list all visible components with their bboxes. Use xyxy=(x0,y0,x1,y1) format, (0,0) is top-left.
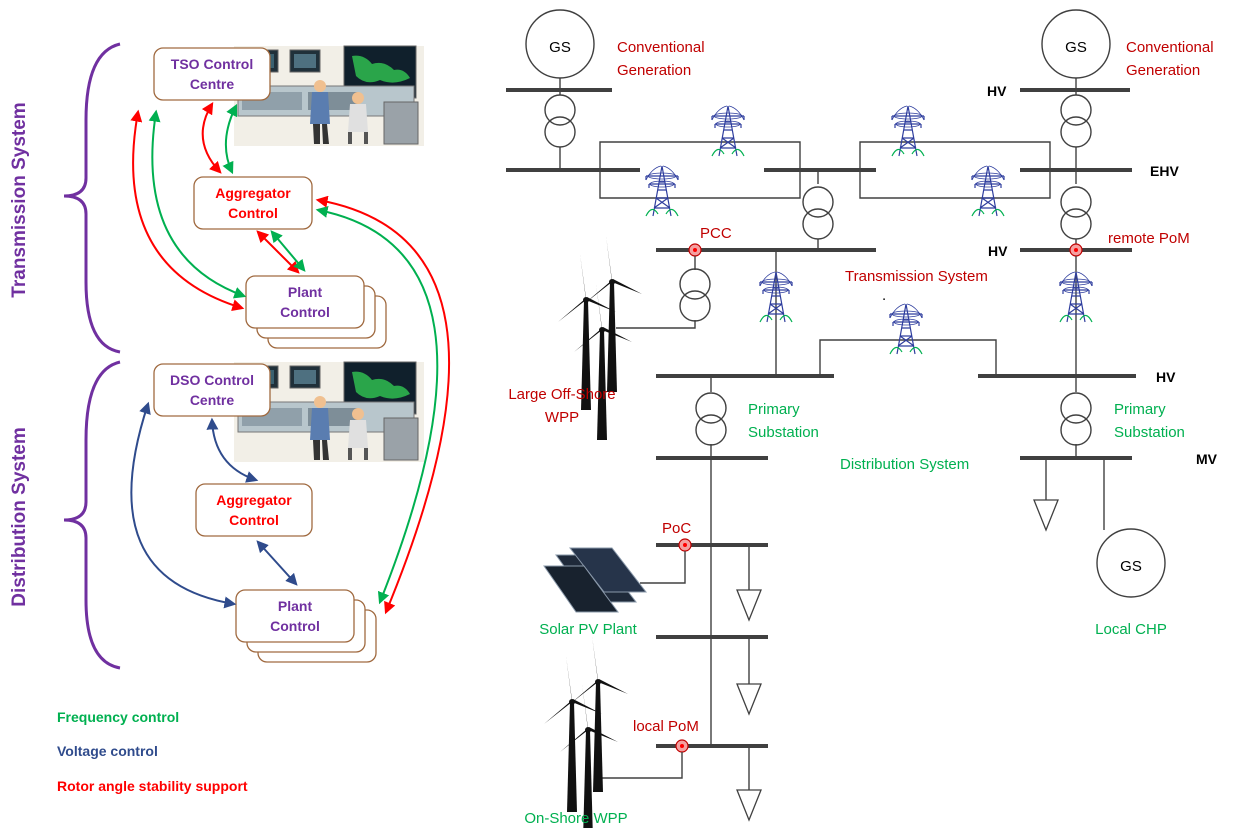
rotor-arrow-aggregator-plant-d xyxy=(315,195,451,615)
transmission-tower xyxy=(645,165,679,217)
distribution-bracket xyxy=(63,360,121,670)
local-chp-label: Local CHP xyxy=(1095,621,1167,638)
primary-substation-right: Primary xyxy=(1114,401,1166,418)
transmission-system-label: Transmission System xyxy=(845,268,988,285)
load-symbol xyxy=(736,589,762,621)
transmission-tower xyxy=(889,303,923,355)
svg-text:Aggregator: Aggregator xyxy=(216,492,292,508)
hv-label-mid: HV xyxy=(988,243,1008,259)
load-symbol xyxy=(736,789,762,821)
aggregator-control-box-transmission: Aggregator Control xyxy=(193,176,313,230)
local-pom-label: local PoM xyxy=(633,718,699,735)
transmission-tower xyxy=(711,105,745,157)
dso-control-centre-box: DSO Control Centre xyxy=(153,363,271,417)
hv-label-top: HV xyxy=(987,83,1007,99)
plant-control-box-distribution: Plant Control xyxy=(235,589,377,663)
solar-pv-label: Solar PV Plant xyxy=(539,621,637,638)
svg-text:Control: Control xyxy=(280,304,330,320)
generator-right: GS xyxy=(1041,9,1111,79)
poc-label: PoC xyxy=(662,520,691,537)
conventional-generation-left-2: Generation xyxy=(617,62,691,79)
voltage-arrow-aggregator-plant xyxy=(256,540,298,586)
svg-text:Control: Control xyxy=(229,512,279,528)
svg-text:GS: GS xyxy=(1065,39,1087,56)
frequency-arrow-tso-plant xyxy=(148,109,247,299)
hv-label-lower: HV xyxy=(1156,369,1176,385)
svg-text:GS: GS xyxy=(549,39,571,56)
voltage-arrow-dso-plant xyxy=(130,401,237,609)
voltage-arrow-dso-aggregator xyxy=(206,417,259,483)
frequency-arrow-aggregator-plant xyxy=(270,230,306,272)
svg-text:Centre: Centre xyxy=(190,76,235,92)
svg-text:DSO Control: DSO Control xyxy=(170,372,254,388)
aggregator-control-box-distribution: Aggregator Control xyxy=(195,483,313,537)
legend-frequency-control: Frequency control xyxy=(57,709,179,725)
pcc-label: PCC xyxy=(700,225,732,242)
onshore-wind-turbine xyxy=(570,636,628,792)
distribution-system-side-label: Distribution System xyxy=(9,427,30,606)
frequency-arrow-tso-aggregator xyxy=(222,103,238,175)
offshore-wind-turbine xyxy=(584,236,642,392)
plant-control-box-transmission: Plant Control xyxy=(245,275,387,349)
primary-substation-left-2: Substation xyxy=(748,424,819,441)
remote-pom-label: remote PoM xyxy=(1108,230,1190,247)
rotor-arrow-tso-aggregator xyxy=(201,101,222,174)
primary-substation-left: Primary xyxy=(748,401,800,418)
conventional-generation-right: Conventional xyxy=(1126,39,1214,56)
transmission-system-side-label: Transmission System xyxy=(9,102,30,297)
solar-pv-panels xyxy=(543,547,648,613)
legend-voltage-control: Voltage control xyxy=(57,743,158,759)
svg-text:Plant: Plant xyxy=(288,284,323,300)
tso-control-centre-box: TSO Control Centre xyxy=(153,47,271,101)
load-symbol xyxy=(1033,499,1059,531)
transmission-bracket xyxy=(63,42,121,354)
legend-rotor-angle: Rotor angle stability support xyxy=(57,778,248,794)
transmission-tower xyxy=(971,165,1005,217)
svg-text:GS: GS xyxy=(1120,558,1142,575)
mv-label: MV xyxy=(1196,451,1218,467)
local-chp-generator: GS xyxy=(1096,528,1166,598)
svg-text:Aggregator: Aggregator xyxy=(215,185,291,201)
svg-text:Plant: Plant xyxy=(278,598,313,614)
generator-left: GS xyxy=(525,9,595,79)
load-symbol xyxy=(736,683,762,715)
svg-text:Centre: Centre xyxy=(190,392,235,408)
primary-substation-right-2: Substation xyxy=(1114,424,1185,441)
distribution-system-label: Distribution System xyxy=(840,456,969,473)
svg-text:Control: Control xyxy=(270,618,320,634)
ehv-label: EHV xyxy=(1150,163,1179,179)
svg-text:Control: Control xyxy=(228,205,278,221)
large-wpp-label-2: WPP xyxy=(545,409,579,426)
svg-text:TSO Control: TSO Control xyxy=(171,56,253,72)
stray-dot: . xyxy=(882,287,886,304)
conventional-generation-left: Conventional xyxy=(617,39,705,56)
transmission-tower xyxy=(891,105,925,157)
large-wpp-label: Large Off-Shore xyxy=(508,386,615,403)
onshore-wpp-label: On-Shore WPP xyxy=(524,810,627,827)
conventional-generation-right-2: Generation xyxy=(1126,62,1200,79)
